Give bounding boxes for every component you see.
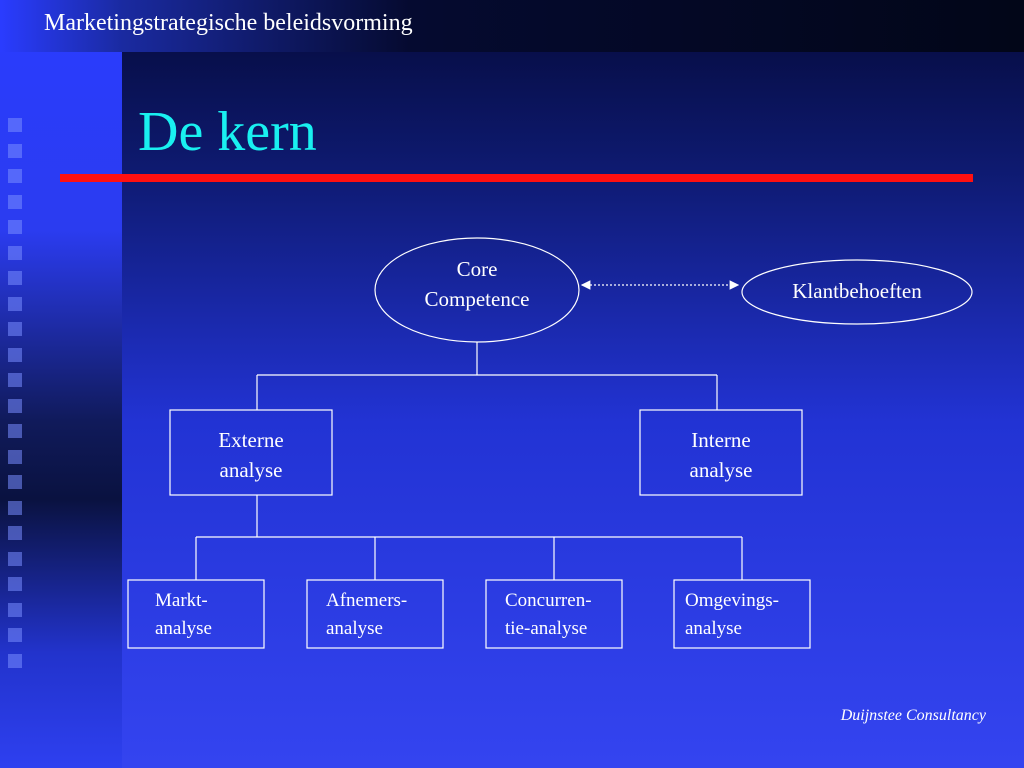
environment-line1: Omgevings-: [685, 590, 779, 611]
top-decor-band: [0, 0, 1024, 52]
external-line2: analyse: [219, 458, 283, 482]
market-line2: analyse: [155, 618, 212, 639]
core-line2: Competence: [424, 287, 530, 311]
external-analysis-label: Externe analyse: [170, 425, 332, 485]
external-analysis-node: [169, 409, 333, 496]
internal-analysis-node: [639, 409, 803, 496]
competition-analysis-label: Concurren- tie-analyse: [505, 587, 592, 643]
customer-needs-node: [741, 259, 973, 325]
market-analysis-node: [127, 579, 265, 649]
environment-analysis-label: Omgevings- analyse: [685, 587, 779, 643]
competition-line1: Concurren-: [505, 590, 592, 611]
customer-analysis-node: [306, 579, 444, 649]
environment-line2: analyse: [685, 618, 742, 639]
internal-line2: analyse: [689, 458, 753, 482]
market-analysis-label: Markt- analyse: [155, 587, 212, 643]
competition-analysis-node: [485, 579, 623, 649]
market-line1: Markt-: [155, 590, 208, 611]
competition-line2: tie-analyse: [505, 618, 588, 639]
customer-needs-label: Klantbehoeften: [792, 279, 922, 303]
core-competence-label: Core Competence: [377, 254, 577, 314]
environment-analysis-node: [673, 579, 811, 649]
customers-line1: Afnemers-: [326, 590, 408, 611]
customers-line2: analyse: [326, 618, 383, 639]
external-line1: Externe: [218, 428, 284, 452]
core-line1: Core: [456, 257, 498, 281]
footer-credit: Duijnstee Consultancy: [840, 707, 986, 724]
customer-analysis-label: Afnemers- analyse: [326, 587, 407, 643]
internal-analysis-label: Interne analyse: [640, 425, 802, 485]
title-divider: [60, 174, 973, 182]
decor-squares: [8, 118, 28, 679]
internal-line1: Interne: [691, 428, 751, 452]
slide-title: De kern: [138, 101, 317, 163]
header-title: Marketingstrategische beleidsvorming: [44, 10, 413, 36]
